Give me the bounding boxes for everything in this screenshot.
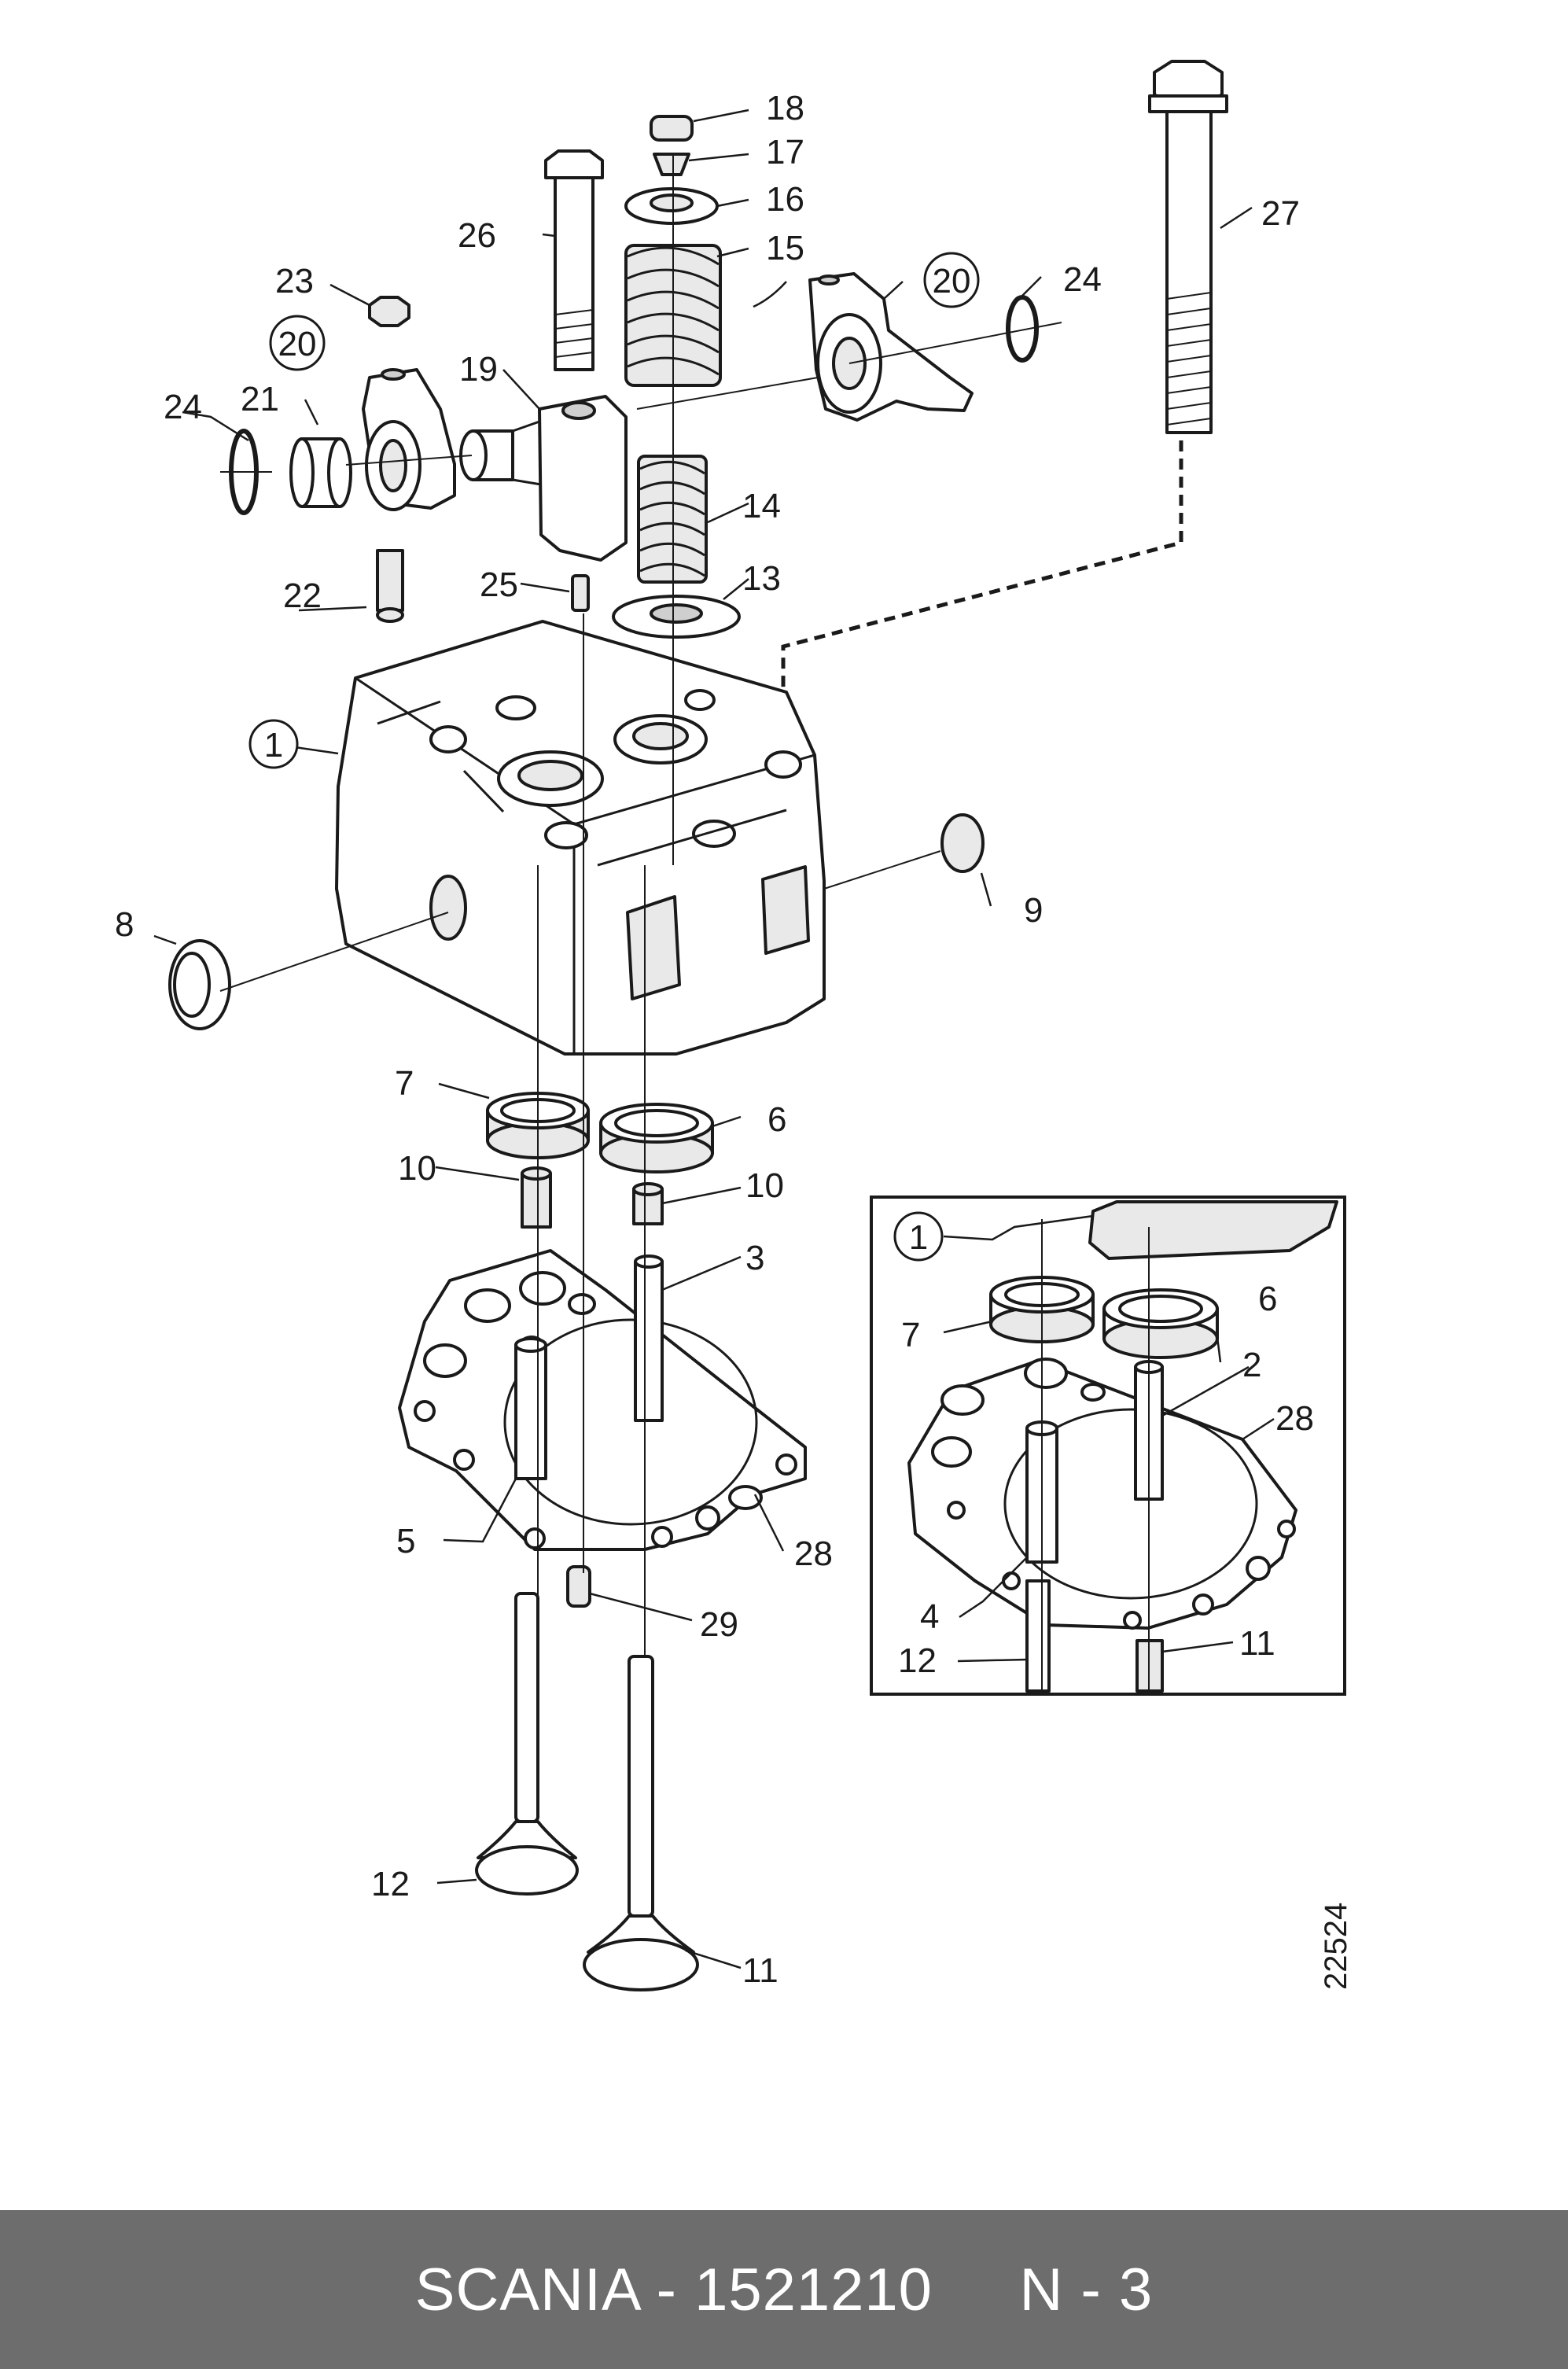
part-19-rocker-shaft-bracket [459, 395, 628, 562]
inset-callout-12: 12 [898, 1641, 937, 1680]
part-16-spring-retainer [624, 187, 719, 225]
callout-23: 23 [275, 262, 314, 300]
inset-callout-6: 6 [1258, 1280, 1277, 1318]
callout-24-left: 24 [164, 388, 202, 426]
part-27-long-bolt [781, 60, 1228, 739]
footer-bar: SCANIA - 1521210 N - 3 [0, 2210, 1568, 2369]
part-28-gasket [398, 1249, 807, 1551]
part-25-pin [571, 574, 590, 612]
part-10-nozzle-left [521, 1166, 552, 1229]
callout-28: 28 [794, 1535, 833, 1573]
part-12-valve [475, 1592, 579, 1896]
inset-callout-7: 7 [901, 1316, 920, 1354]
inset-callout-1-circle [893, 1211, 944, 1262]
callout-7: 7 [395, 1064, 414, 1103]
callout-26: 26 [458, 216, 496, 255]
callout-29: 29 [700, 1605, 738, 1644]
inset-detail-box [870, 1196, 1346, 1696]
callout-20-left: 20 [278, 325, 317, 363]
callout-27: 27 [1261, 194, 1300, 233]
part-18-cap [650, 115, 694, 142]
part-11-valve [583, 1655, 699, 1991]
callout-11: 11 [742, 1951, 778, 1990]
inset-callout-28: 28 [1275, 1399, 1314, 1438]
callout-16: 16 [766, 180, 804, 219]
valve-axis-lines [219, 154, 1062, 1656]
callout-20-left-circle [269, 315, 326, 371]
part-26-bolt [544, 149, 604, 371]
callout-15: 15 [766, 229, 804, 267]
footer-part-number-label: SCANIA - 1521210 N - 3 [414, 2256, 1154, 2323]
part-29-dowel [566, 1565, 591, 1608]
callout-24-right: 24 [1063, 260, 1102, 299]
part-9-plug [940, 813, 985, 873]
inset-callout-4: 4 [920, 1597, 939, 1636]
callout-22: 22 [283, 577, 322, 615]
part-8-seal-ring [168, 939, 231, 1030]
document-number: 22524 [1319, 1903, 1353, 1990]
part-6-seal-ring [599, 1103, 714, 1173]
inset-callout-1: 1 [909, 1218, 928, 1257]
exploded-cylinder-head-diagram: 18 17 16 15 26 27 20 24 23 20 19 24 21 1… [115, 60, 1353, 1991]
part-13-spring-seat [612, 595, 741, 639]
callout-19: 19 [459, 350, 498, 389]
callout-10-right: 10 [745, 1166, 784, 1205]
callout-13: 13 [742, 559, 781, 598]
callout-12: 12 [371, 1865, 410, 1903]
part-5-valve-guide [514, 1337, 547, 1480]
callout-9: 9 [1024, 891, 1043, 930]
callout-6: 6 [767, 1100, 786, 1139]
part-20-rocker-arm-left [362, 368, 456, 511]
callout-20-right: 20 [933, 262, 971, 300]
callout-8: 8 [115, 905, 134, 944]
part-3-valve-guide [634, 1255, 664, 1422]
callout-1-circle [248, 719, 299, 769]
callout-3: 3 [745, 1239, 764, 1277]
callout-14: 14 [742, 487, 781, 525]
part-1-cylinder-head [335, 620, 826, 1056]
callout-10-left: 10 [398, 1149, 436, 1188]
callout-18: 18 [766, 89, 804, 127]
callout-25: 25 [480, 566, 518, 604]
part-24-lock-ring-right [1006, 295, 1039, 363]
part-23-nut [368, 296, 410, 327]
part-21-bushing [289, 437, 352, 508]
inset-callout-11: 11 [1239, 1624, 1275, 1663]
part-17-collets [653, 153, 690, 176]
callout-21: 21 [241, 380, 279, 418]
callout-20-right-circle [923, 252, 980, 308]
callout-1: 1 [264, 726, 283, 764]
callout-5: 5 [396, 1522, 415, 1560]
callout-17: 17 [766, 133, 804, 171]
inset-callout-2: 2 [1242, 1346, 1261, 1384]
part-10-nozzle-right [632, 1182, 664, 1225]
callout-leader-lines [153, 109, 1275, 1969]
part-22-adjusting-screw [376, 549, 404, 623]
